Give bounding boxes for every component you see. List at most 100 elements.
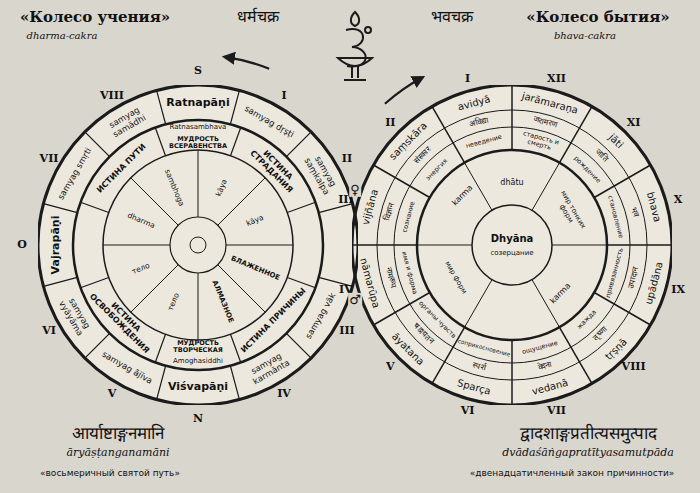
wheel-spoke	[560, 327, 593, 383]
sector-label: upādāna	[640, 249, 668, 318]
sector-label: karma	[544, 277, 579, 312]
sector-number: VII	[547, 405, 566, 417]
caption: āryāṣṭanganamāni	[66, 447, 169, 459]
sector-number: VI	[42, 325, 56, 337]
compass-letter: N	[193, 413, 203, 425]
sector-number: IV	[277, 388, 291, 400]
wheel-ring	[394, 127, 630, 363]
wheel-spoke	[287, 277, 315, 287]
wheel-title: «Колесо учения»	[20, 9, 170, 26]
sector-number: XII	[547, 73, 566, 85]
sector-label: БЛАЖЕННОЕ	[227, 254, 284, 283]
caption: «двенадцатичленный закон причинности»	[470, 469, 675, 479]
compass-letter: S	[194, 65, 202, 77]
caption: आर्याष्टाङ्गनमानि	[72, 424, 164, 443]
wheel-ring	[377, 110, 647, 380]
wheel-spoke	[511, 340, 513, 405]
sector-label: samyag vāk	[302, 288, 340, 345]
wheel-spoke	[532, 163, 560, 211]
wheel-spoke	[319, 277, 353, 286]
wheel-ground	[38, 85, 358, 405]
sector-label: Sparça	[440, 373, 509, 401]
wheel-spoke	[43, 277, 77, 286]
wheel-ring	[352, 85, 672, 405]
wheel-spoke	[607, 244, 672, 246]
lamp-ornament	[338, 12, 372, 80]
sector-label: АЛМАЗНОЕ	[207, 274, 236, 331]
sector-label: nāmarūpa	[355, 249, 383, 318]
wheel-spoke	[230, 366, 239, 400]
wheel-ground	[352, 85, 672, 405]
wheel-spoke	[432, 106, 465, 162]
sector-label: dhātu	[492, 179, 532, 188]
sector-number: VIII	[100, 90, 124, 102]
compass-letter: O	[17, 239, 27, 251]
wheel-spoke	[103, 245, 170, 246]
wheel-spoke	[465, 280, 493, 328]
sector-number: V	[108, 388, 117, 400]
wheel-spoke	[157, 90, 166, 124]
sector-number: I	[281, 90, 286, 102]
wheel-ring	[73, 120, 323, 370]
sector-label: vedanā	[516, 373, 585, 401]
sector-label: Vajrapāṇi	[50, 209, 62, 281]
sector-label: старость и смерть	[512, 128, 568, 156]
wheel-spoke	[373, 165, 429, 198]
wheel-ring	[38, 85, 358, 405]
wheel: jarāmaraṇajātibhavaupādānatṛṣṇāvedanāSpa…	[352, 85, 672, 405]
wheel-spoke	[417, 245, 472, 246]
wheel-title: «Колесо бытия»	[526, 9, 669, 26]
wheel-spoke	[43, 204, 77, 213]
sector-label: samyag dṛṣṭi	[241, 103, 298, 141]
sector-label: avidyā	[440, 88, 509, 116]
wheel-title: धर्मचक्र	[237, 8, 279, 26]
sector-label: Ratnasambhava	[167, 124, 229, 132]
sector-label: karma	[445, 178, 480, 213]
rotation-arrow	[385, 77, 423, 104]
wheel-spoke	[230, 334, 240, 362]
wheel-spoke	[155, 334, 165, 362]
sector-label: bhava	[640, 173, 668, 242]
caption: «восьмеричный святой путь»	[40, 469, 180, 479]
wheel-outline	[38, 85, 358, 405]
wheel-spoke	[198, 150, 199, 217]
sector-label: samyag samādhi	[96, 99, 157, 145]
sector-label: тело	[159, 274, 189, 331]
wheel-subtitle: bhava-cakra	[554, 30, 616, 41]
sector-number: XI	[627, 117, 641, 129]
sector-label: МУДРОСТЬ ТВОРЧЕСКАЯ	[167, 340, 229, 355]
caption: द्वादशाङ्गप्रतीत्यसमुत्पाद	[520, 424, 657, 443]
wheel-spoke	[230, 128, 240, 156]
wheel: RatnapāṇiVajrapāṇiViśvapāṇisamyag dṛṣṭis…	[38, 85, 358, 405]
sector-number: III	[339, 325, 354, 337]
sector-number: VII	[40, 153, 59, 165]
sector-number: V	[386, 361, 395, 373]
sector-number: VIII	[622, 361, 646, 373]
sector-label: Dhyāna	[476, 233, 548, 244]
sector-label: созерцание	[477, 250, 547, 258]
sector-label: samyag saṃkalpa	[298, 143, 344, 204]
sector-label: kāya	[207, 159, 237, 216]
wheel-spoke	[511, 85, 513, 150]
wheel-ring	[417, 150, 607, 340]
sector-label: jarāmaraṇa	[516, 88, 585, 116]
wheel-outline	[352, 85, 672, 405]
sector-label: sambhoga	[159, 159, 189, 216]
sector-label: тело	[112, 254, 169, 284]
sector-label: Ratnapāṇi	[162, 97, 234, 109]
sector-number: I	[465, 73, 470, 85]
wheel-spoke	[352, 244, 417, 246]
sector-number: II	[342, 153, 352, 165]
wheel-spoke	[287, 202, 315, 212]
wheel-spoke	[81, 277, 109, 287]
wheel-spoke	[155, 128, 165, 156]
sector-number: II	[385, 117, 395, 129]
sector-label: Viśvapāṇi	[162, 381, 234, 393]
sector-label: Amoghasiddhi	[167, 358, 229, 366]
planet-symbol: ♀	[349, 183, 361, 197]
wheel-spoke	[319, 204, 353, 213]
wheel-subtitle: dharma-cakra	[27, 30, 98, 41]
wheel-spoke	[81, 202, 109, 212]
